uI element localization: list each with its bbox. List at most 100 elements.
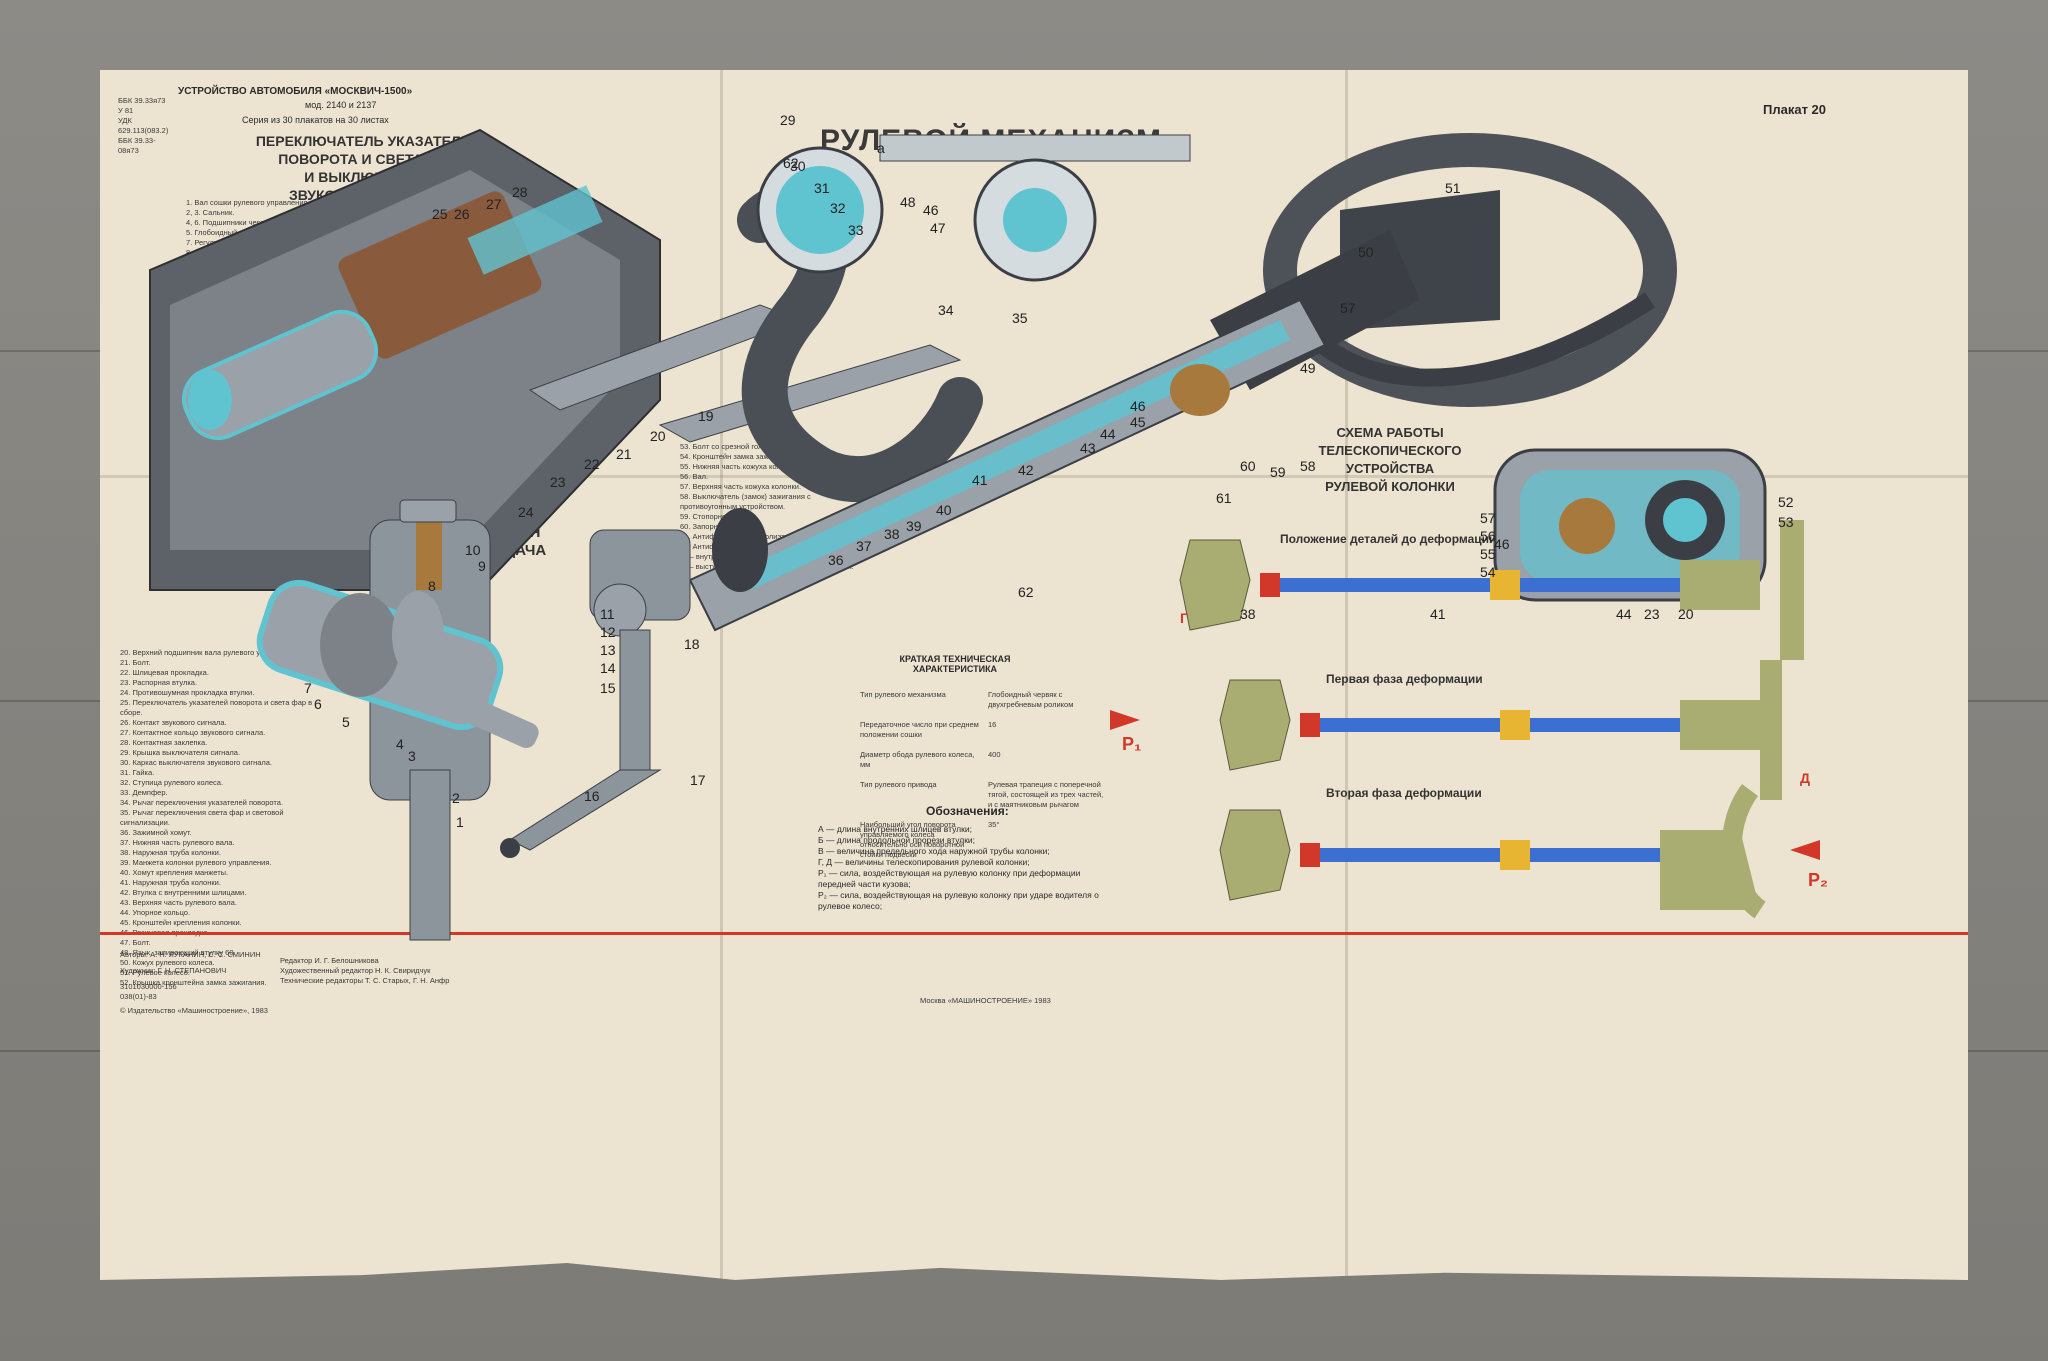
- gearbox-silhouette: [1219, 679, 1291, 771]
- ignition-shaft: [1559, 498, 1615, 554]
- column-boot: [712, 508, 768, 592]
- clamp-red: [1300, 843, 1320, 867]
- callout-46b: 46: [1130, 398, 1146, 414]
- worm-shaft-end: [461, 698, 539, 748]
- footer-copyright: © Издательство «Машиностроение», 1983: [120, 1006, 268, 1015]
- bracket-yellow: [1500, 710, 1530, 740]
- spec-row: Наибольший угол поворота управляемого ко…: [860, 820, 1000, 859]
- diagram-illustration: [149, 128, 1820, 941]
- callout-41-phase: 41: [1430, 606, 1446, 622]
- callout-59: 59: [1270, 464, 1286, 480]
- hub-detail-core: [776, 166, 864, 254]
- callout-7: 7: [304, 680, 312, 696]
- callout-3: 3: [408, 748, 416, 764]
- models-text: мод. 2140 и 2137: [305, 100, 377, 110]
- specs-title: КРАТКАЯ ТЕХНИЧЕСКАЯ ХАРАКТЕРИСТИКА: [899, 654, 1011, 674]
- callout-61: 61: [1216, 490, 1232, 506]
- footer-editors: Редактор И. Г. Белошникова Художественны…: [280, 956, 450, 985]
- wheel-olive: [1760, 660, 1782, 800]
- callout-26: 26: [454, 206, 470, 222]
- callout-49: 49: [1300, 360, 1316, 376]
- callout-41: 41: [972, 472, 988, 488]
- footer-code1: 3101030000-156: [120, 982, 177, 991]
- callout-8: 8: [428, 578, 436, 594]
- callout-55: 55: [1480, 546, 1496, 562]
- force-arrow-p2: [1790, 840, 1820, 860]
- callout-a: а: [877, 140, 885, 156]
- callout-47: 47: [930, 220, 946, 236]
- callout-40: 40: [936, 502, 952, 518]
- clamp-red: [1260, 573, 1280, 597]
- upper-tube: [1530, 718, 1680, 732]
- pitman-shaft: [619, 629, 651, 771]
- callout-42: 42: [1018, 462, 1034, 478]
- callout-22: 22: [584, 456, 600, 472]
- callout-20: 20: [650, 428, 666, 444]
- force-label-p1: Р₁: [1122, 734, 1142, 754]
- callout-5: 5: [342, 714, 350, 730]
- callout-36: 36: [828, 552, 844, 568]
- callout-10: 10: [465, 542, 481, 558]
- callout-58: 58: [1300, 458, 1316, 474]
- callout-21: 21: [616, 446, 632, 462]
- fold-line: [720, 70, 723, 1280]
- callout-44-phase: 44: [1616, 606, 1632, 622]
- legend-text: А — длина внутренних шлицев втулки; Б — …: [818, 824, 1099, 911]
- steering-shaft-upper: [182, 309, 378, 441]
- footer-artist: Художник: Г. Н. СТЕПАНОВИЧ: [120, 966, 227, 975]
- callout-32: 32: [830, 200, 846, 216]
- callout-27: 27: [486, 196, 502, 212]
- threaded-bushing: [416, 510, 442, 590]
- callout-G: Г: [1180, 610, 1188, 626]
- telescopic-section-title: СХЕМА РАБОТЫ ТЕЛЕСКОПИЧЕСКОГО УСТРОЙСТВА…: [1318, 425, 1462, 494]
- shaft-end: [188, 370, 232, 430]
- phase-0-diagram: [1179, 520, 1804, 660]
- callout-53: 53: [1778, 514, 1794, 530]
- shroud-olive: [1680, 560, 1760, 610]
- column-tube: [1300, 848, 1500, 862]
- callout-17: 17: [690, 772, 706, 788]
- tie-rod-end: [500, 838, 520, 858]
- callout-9: 9: [478, 558, 486, 574]
- callout-11: 11: [600, 606, 615, 622]
- callout-30: 30: [790, 158, 806, 174]
- globoid-worm: [320, 593, 400, 697]
- callout-19: 19: [698, 408, 714, 424]
- bracket-yellow: [1490, 570, 1520, 600]
- callout-62: 62: [783, 155, 799, 171]
- phase-2-diagram: [1219, 784, 1820, 919]
- callout-D: Д: [1800, 770, 1810, 786]
- force-label-p2: Р₂: [1808, 870, 1829, 890]
- phase2-title: Вторая фаза деформации: [1326, 786, 1482, 800]
- phase0-title: Положение деталей до деформации: [1280, 532, 1497, 546]
- spec-row: Передаточное число при среднем положении…: [860, 720, 997, 739]
- callout-16: 16: [584, 788, 600, 804]
- callout-24: 24: [518, 504, 534, 520]
- footer-code2: 038(01)-83: [120, 992, 157, 1001]
- series-info: Серия из 30 плакатов на 30 листах: [242, 115, 389, 125]
- poster-number: Плакат 20: [1763, 102, 1827, 117]
- footer-publisher: Москва «МАШИНОСТРОЕНИЕ» 1983: [920, 996, 1051, 1005]
- callout-4: 4: [396, 736, 404, 752]
- clamp-red: [1300, 713, 1320, 737]
- callout-20-phase: 20: [1678, 606, 1694, 622]
- callout-38: 38: [884, 526, 900, 542]
- callout-33: 33: [848, 222, 864, 238]
- callout-31: 31: [814, 180, 830, 196]
- callout-13: 13: [600, 642, 616, 658]
- callout-28: 28: [512, 184, 528, 200]
- filler-plug: [399, 499, 457, 523]
- callout-14: 14: [600, 660, 616, 676]
- callout-60: 60: [1240, 458, 1256, 474]
- callout-12: 12: [600, 624, 616, 640]
- wheel-olive: [1780, 520, 1804, 660]
- callout-15: 15: [600, 680, 616, 696]
- ignition-switch: [1170, 364, 1230, 416]
- sector-shaft: [409, 769, 451, 941]
- callout-54: 54: [1480, 564, 1496, 580]
- callout-6: 6: [314, 696, 322, 712]
